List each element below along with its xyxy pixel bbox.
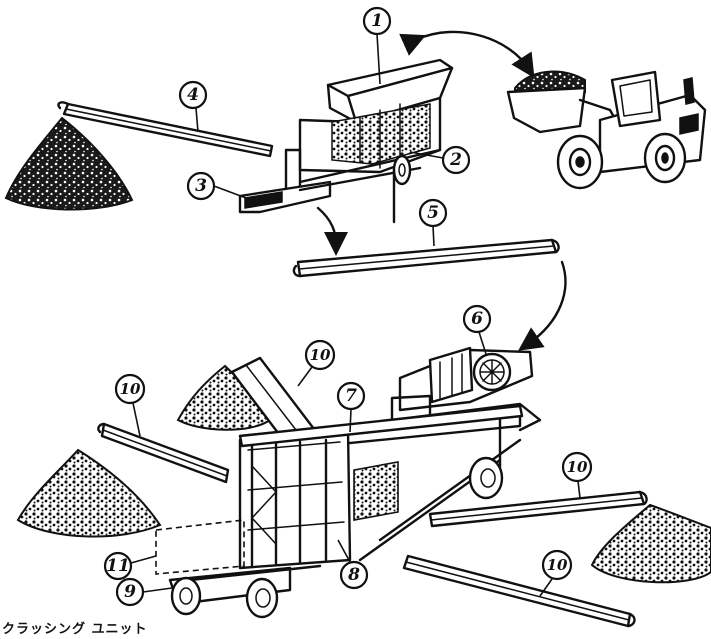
svg-text:10: 10	[567, 458, 588, 476]
svg-text:2: 2	[449, 150, 462, 170]
svg-text:10: 10	[310, 346, 331, 364]
callout-4: 4	[180, 82, 206, 132]
wheel-loader	[508, 72, 705, 188]
svg-text:1: 1	[371, 11, 383, 31]
conveyor-10-right	[430, 492, 647, 526]
conveyor-10-left	[98, 424, 228, 482]
callout-8: 8	[338, 540, 367, 588]
svg-text:3: 3	[195, 176, 207, 196]
callout-10-left: 10	[116, 375, 144, 436]
callout-5: 5	[420, 200, 446, 246]
svg-text:11: 11	[106, 556, 130, 576]
stockpile-right	[592, 505, 711, 582]
stockpile-bottom-left	[18, 450, 160, 536]
stockpile-top-left	[6, 118, 132, 210]
flow-arrow-down	[318, 208, 336, 244]
callout-9: 9	[117, 579, 172, 605]
flow-arrow-crusher	[528, 262, 565, 344]
svg-text:8: 8	[347, 565, 360, 585]
svg-text:7: 7	[345, 386, 357, 406]
callout-10-upper: 10	[298, 341, 334, 386]
svg-text:10: 10	[547, 556, 568, 574]
callout-6: 6	[464, 306, 490, 354]
svg-text:5: 5	[427, 203, 439, 223]
figure-caption: クラッシング ユニット	[2, 618, 148, 637]
callout-3: 3	[188, 173, 246, 199]
svg-text:9: 9	[124, 582, 136, 602]
svg-text:10: 10	[120, 380, 141, 398]
conveyor-5	[294, 240, 559, 276]
callout-10-right: 10	[563, 453, 591, 498]
callout-11: 11	[105, 553, 156, 579]
svg-text:4: 4	[187, 85, 199, 105]
callout-10-lower: 10	[540, 551, 571, 596]
svg-text:6: 6	[471, 309, 483, 329]
feeder-unit	[240, 60, 452, 222]
